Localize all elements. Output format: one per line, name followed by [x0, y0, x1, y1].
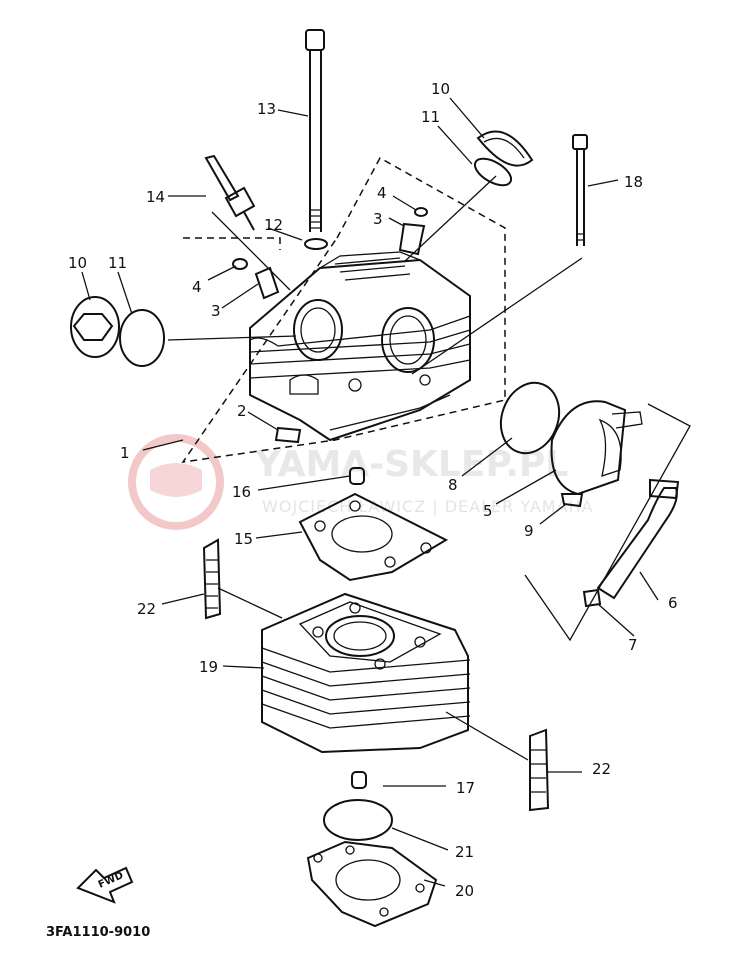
watermark-logo-mark	[150, 463, 202, 497]
leader-lines	[81, 97, 659, 887]
callout-13: 13	[257, 100, 276, 118]
cylinder-head-assembly-box	[181, 156, 506, 463]
cover-bolt	[560, 493, 584, 508]
callout-3-right: 3	[373, 210, 383, 228]
callout-18: 18	[624, 173, 643, 191]
callout-15: 15	[234, 530, 253, 548]
callout-1: 1	[120, 444, 130, 462]
callout-7: 7	[628, 636, 638, 654]
watermark-dealer: WOJCIECH ŁAWICZ | DEALER YAMAHA	[262, 497, 594, 516]
callout-2: 2	[237, 402, 247, 420]
breather-pipe	[596, 487, 678, 600]
tappet-cover-right	[476, 130, 534, 167]
cylinder-o-ring	[323, 799, 393, 841]
callout-12: 12	[264, 216, 283, 234]
watermark-logo	[128, 434, 224, 530]
callout-8: 8	[448, 476, 458, 494]
pipe-clip	[582, 588, 602, 608]
callout-3-left: 3	[211, 302, 221, 320]
base-gasket	[306, 840, 438, 928]
cylinder-block	[261, 592, 471, 754]
callout-16: 16	[232, 483, 251, 501]
callouts: 1 2 3 3 4 4 5 6 7 8 9 10 11 10 11 12 13 …	[68, 80, 678, 900]
callout-10-left: 10	[68, 254, 87, 272]
callout-11-right: 11	[421, 108, 440, 126]
callout-4-right: 4	[377, 184, 387, 202]
stud-right	[398, 222, 426, 256]
stud-washer	[304, 238, 328, 250]
chain-guide-right	[529, 728, 550, 812]
callout-20: 20	[455, 882, 474, 900]
plug-washer-right	[414, 207, 428, 217]
callout-5: 5	[483, 502, 493, 520]
stud-bolt	[305, 29, 325, 232]
o-ring-right	[473, 157, 513, 187]
callout-6: 6	[668, 594, 678, 612]
cylinder-head	[249, 251, 471, 442]
cover-assembly-box	[524, 403, 691, 642]
chain-guide-left	[202, 538, 222, 620]
plug-washer-left	[232, 258, 248, 270]
head-stud	[274, 426, 302, 444]
callout-4-left: 4	[192, 278, 202, 296]
breather-pipe-end	[649, 478, 680, 500]
forward-arrow-icon: FWD	[76, 866, 134, 904]
cylinder-dowel	[351, 771, 367, 789]
callout-22-left: 22	[137, 600, 156, 618]
diagram-code: 3FA1110-9010	[46, 925, 150, 940]
watermark-brand: YAMA-SKLEP.PL	[254, 444, 568, 485]
stud-left	[254, 266, 280, 300]
callout-19: 19	[199, 658, 218, 676]
head-bolt	[572, 134, 588, 246]
cover-gasket	[499, 381, 561, 455]
tappet-cover-left-rim	[70, 296, 120, 358]
head-gasket	[298, 492, 449, 582]
callout-22-right: 22	[592, 760, 611, 778]
spark-plug	[204, 154, 256, 231]
callout-11-left: 11	[108, 254, 127, 272]
tappet-cover-left	[72, 313, 114, 341]
callout-9: 9	[524, 522, 534, 540]
callout-10-right: 10	[431, 80, 450, 98]
o-ring-left	[119, 309, 165, 367]
callout-14: 14	[146, 188, 165, 206]
callout-17: 17	[456, 779, 475, 797]
cam-cover	[550, 400, 643, 496]
callout-21: 21	[455, 843, 474, 861]
